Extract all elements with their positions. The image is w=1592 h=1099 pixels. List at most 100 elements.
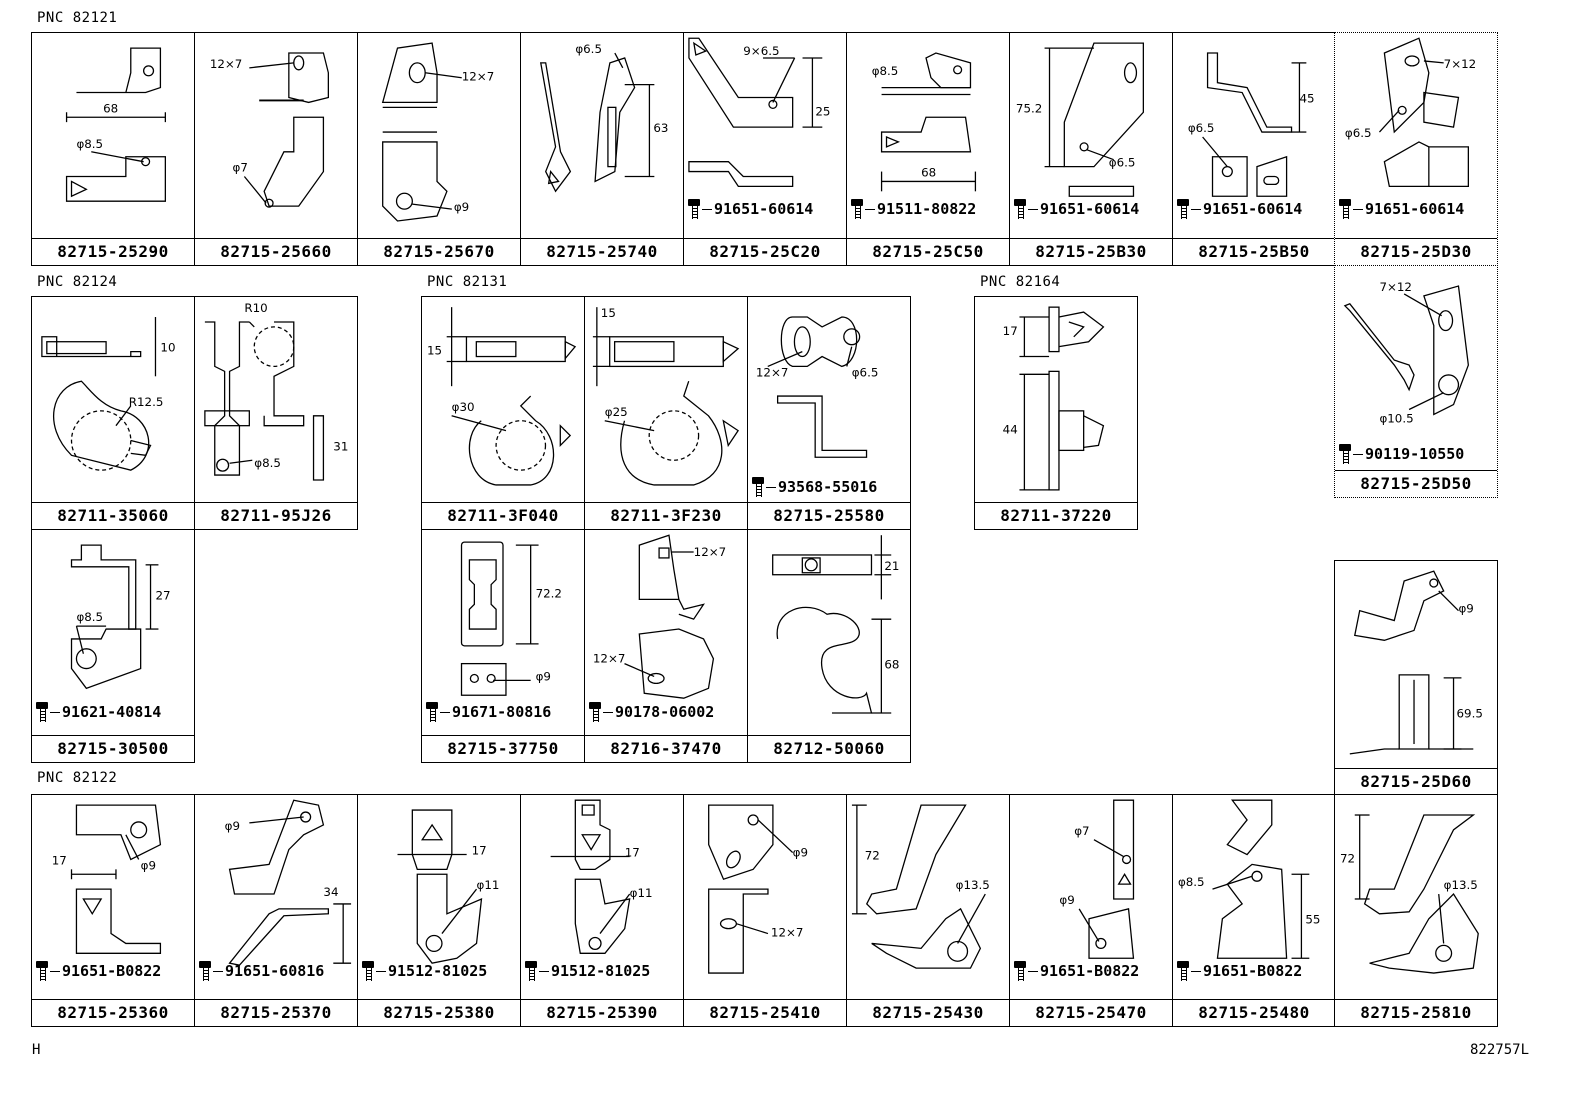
part-cell[interactable]: 21 68 82712-50060 (747, 529, 911, 763)
part-drawing: 7×12 φ10.5 (1335, 266, 1497, 471)
dim-label: 12×7 (462, 70, 495, 84)
part-number-label: 82715-25660 (195, 238, 357, 265)
bolt-callout: 91651-B0822 (36, 961, 161, 981)
bolt-part-number: 91651-B0822 (1203, 962, 1303, 980)
dim-label: 17 (52, 853, 67, 867)
part-drawing: φ9 69.5 (1335, 561, 1497, 769)
part-cell[interactable]: φ9 69.5 82715-25D60 (1334, 560, 1498, 796)
dim-label: 44 (1003, 423, 1018, 437)
part-cell[interactable]: φ9 34 91651-60816 82715-25370 (194, 794, 358, 1027)
part-drawing: 21 68 (748, 530, 910, 736)
part-drawing: φ9 34 (195, 795, 357, 1000)
part-cell[interactable]: 17 φ9 91651-B0822 82715-25360 (31, 794, 195, 1027)
bolt-icon (1177, 199, 1189, 219)
part-cell[interactable]: 17 φ11 91512-81025 82715-25390 (520, 794, 684, 1027)
pnc-header-82131: PNC 82131 (427, 274, 508, 290)
part-cell[interactable]: R10 φ8.5 31 82711-95J26 (194, 296, 358, 530)
dim-label: φ9 (454, 200, 469, 214)
bolt-callout: 91651-60816 (199, 961, 324, 981)
part-number-label: 82711-95J26 (195, 502, 357, 529)
bolt-icon (36, 961, 48, 981)
diagram-id: 822757L (1470, 1042, 1530, 1058)
dim-label: 12×7 (210, 57, 243, 71)
part-cell[interactable]: 7×12 φ6.5 91651-60614 82715-25D30 (1334, 32, 1498, 266)
part-cell[interactable]: 27 φ8.5 91621-40814 82715-30500 (31, 529, 195, 763)
dim-label: φ9 (793, 846, 808, 860)
dim-label: φ8.5 (254, 456, 281, 470)
bolt-part-number: 91651-B0822 (1040, 962, 1140, 980)
bolt-callout: 91651-60614 (688, 199, 813, 219)
part-drawing: 12×7 φ9 (358, 33, 520, 239)
dim-label: φ6.5 (575, 42, 602, 56)
part-number-label: 82715-25360 (32, 999, 194, 1026)
dim-label: 63 (653, 121, 668, 135)
bolt-icon (1339, 444, 1351, 464)
dim-label: 21 (884, 559, 899, 573)
part-cell[interactable]: 72.2 φ9 91671-80816 82715-37750 (421, 529, 585, 763)
part-drawing: 68 φ8.5 (32, 33, 194, 239)
part-number-label: 82715-25380 (358, 999, 520, 1026)
bolt-part-number: 91651-60614 (1040, 200, 1140, 218)
part-number-label: 82715-30500 (32, 735, 194, 762)
dim-label: φ8.5 (76, 137, 103, 151)
dim-label: 31 (333, 439, 348, 453)
part-cell[interactable]: 75.2 φ6.5 91651-60614 82715-25B30 (1009, 32, 1173, 266)
bolt-callout: 91511-80822 (851, 199, 976, 219)
part-drawing: φ8.5 68 (847, 33, 1009, 239)
part-cell[interactable]: 7×12 φ10.5 90119-10550 82715-25D50 (1334, 265, 1498, 498)
bolt-callout: 90119-10550 (1339, 444, 1464, 464)
part-cell[interactable]: 15 φ30 82711-3F040 (421, 296, 585, 530)
part-cell[interactable]: φ8.5 55 91651-B0822 82715-25480 (1172, 794, 1336, 1027)
part-number-label: 82715-25370 (195, 999, 357, 1026)
part-cell[interactable]: 17 44 82711-37220 (974, 296, 1138, 530)
bolt-icon (752, 477, 764, 497)
part-drawing: 12×7 12×7 (585, 530, 747, 736)
dim-label: φ7 (233, 161, 248, 175)
part-drawing: 45 φ6.5 (1173, 33, 1335, 239)
dim-label: φ13.5 (1444, 878, 1478, 892)
part-cell[interactable]: φ8.5 68 91511-80822 82715-25C50 (846, 32, 1010, 266)
dim-label: 55 (1305, 913, 1320, 927)
part-number-label: 82715-37750 (422, 735, 584, 762)
part-cell[interactable]: φ7 φ9 91651-B0822 82715-25470 (1009, 794, 1173, 1027)
part-drawing: 7×12 φ6.5 (1335, 33, 1497, 239)
part-cell[interactable]: 12×7 12×7 90178-06002 82716-37470 (584, 529, 748, 763)
part-cell[interactable]: φ9 12×7 82715-25410 (683, 794, 847, 1027)
part-cell[interactable]: 72 φ13.5 82715-25810 (1334, 794, 1498, 1027)
part-drawing: φ6.5 63 (521, 33, 683, 239)
dim-label: 27 (155, 588, 170, 602)
part-cell[interactable]: 12×7 φ7 82715-25660 (194, 32, 358, 266)
bolt-callout: 91651-60614 (1177, 199, 1302, 219)
part-cell[interactable]: 10 R12.5 82711-35060 (31, 296, 195, 530)
part-cell[interactable]: 12×7 φ6.5 93568-55016 82715-25580 (747, 296, 911, 530)
part-drawing: 10 R12.5 (32, 297, 194, 503)
part-cell[interactable]: 15 φ25 82711-3F230 (584, 296, 748, 530)
part-drawing: 15 φ25 (585, 297, 747, 503)
part-drawing: φ8.5 55 (1173, 795, 1335, 1000)
bolt-icon (199, 961, 211, 981)
dim-label: 17 (625, 846, 640, 860)
part-number-label: 82715-25C50 (847, 238, 1009, 265)
part-cell[interactable]: 68 φ8.5 82715-25290 (31, 32, 195, 266)
part-drawing: 75.2 φ6.5 (1010, 33, 1172, 239)
bolt-icon (851, 199, 863, 219)
dim-label: φ9 (141, 858, 156, 872)
part-number-label: 82715-25670 (358, 238, 520, 265)
part-number-label: 82715-25810 (1335, 999, 1497, 1026)
dim-label: 72 (1340, 851, 1355, 865)
part-cell[interactable]: φ6.5 63 82715-25740 (520, 32, 684, 266)
part-cell[interactable]: 17 φ11 91512-81025 82715-25380 (357, 794, 521, 1027)
bolt-icon (525, 961, 537, 981)
bolt-callout: 91512-81025 (362, 961, 487, 981)
bolt-part-number: 91512-81025 (551, 962, 651, 980)
dim-label: 17 (472, 844, 487, 858)
part-cell[interactable]: 72 φ13.5 82715-25430 (846, 794, 1010, 1027)
part-cell[interactable]: 9×6.5 25 91651-60614 82715-25C20 (683, 32, 847, 266)
part-cell[interactable]: 45 φ6.5 91651-60614 82715-25B50 (1172, 32, 1336, 266)
dim-label: 25 (815, 104, 830, 118)
part-cell[interactable]: 12×7 φ9 82715-25670 (357, 32, 521, 266)
part-number-label: 82715-25B50 (1173, 238, 1335, 265)
dim-label: R12.5 (129, 395, 164, 409)
bolt-callout: 90178-06002 (589, 702, 714, 722)
part-drawing: 72.2 φ9 (422, 530, 584, 736)
